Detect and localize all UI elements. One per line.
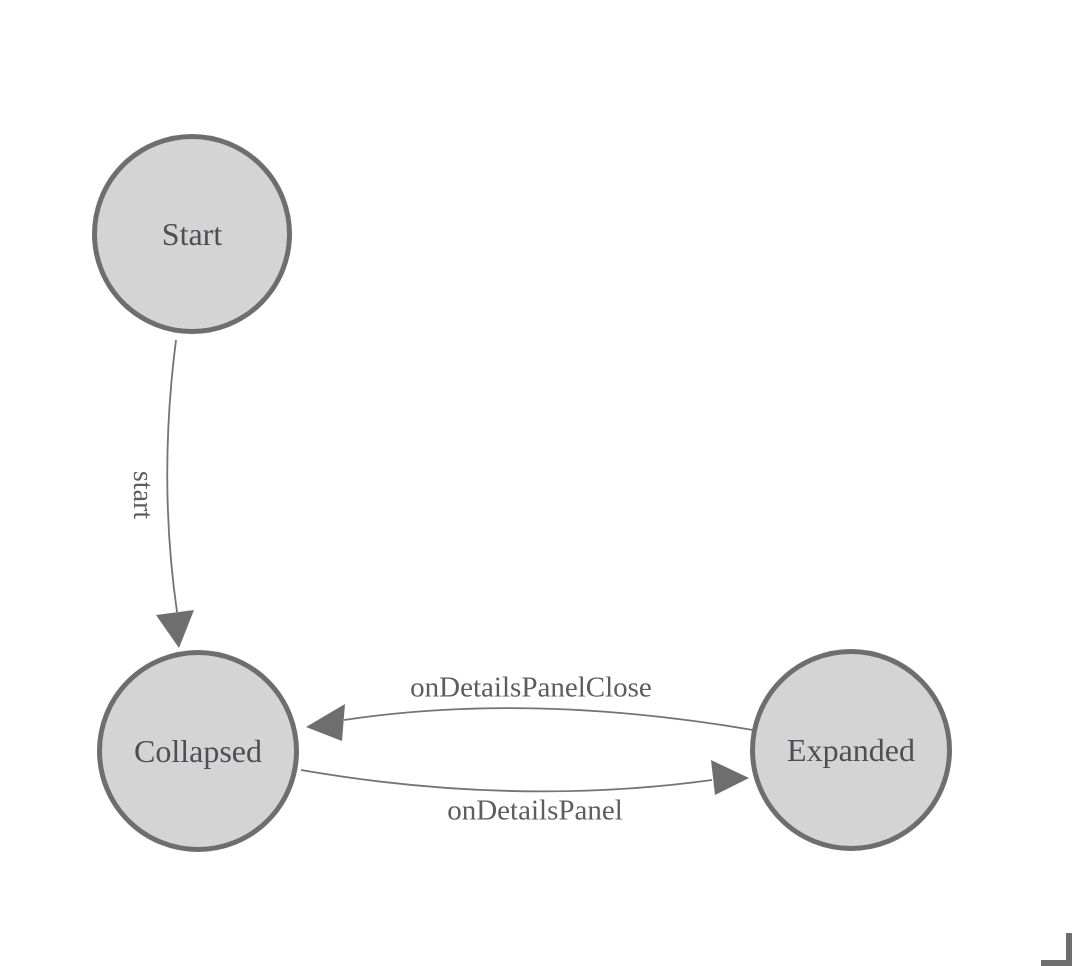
edge-label-ondetailspanel: onDetailsPanel (447, 794, 623, 827)
state-node-collapsed-label: Collapsed (134, 732, 262, 769)
state-node-expanded-label: Expanded (787, 731, 915, 768)
edge-collapsed-to-expanded (300, 769, 713, 793)
state-node-expanded[interactable]: Expanded (750, 649, 952, 851)
edge-start-to-collapsed (166, 339, 178, 613)
edge-label-start: start (127, 470, 158, 520)
arrowhead-expanded-to-collapsed (306, 704, 345, 741)
edge-label-ondetailspanelclose: onDetailsPanelClose (410, 671, 652, 704)
state-node-collapsed[interactable]: Collapsed (97, 650, 299, 852)
state-node-start[interactable]: Start (92, 134, 292, 334)
canvas-corner-mark (1041, 933, 1072, 966)
arrowhead-start-to-collapsed (156, 610, 194, 648)
arrowhead-collapsed-to-expanded (711, 760, 749, 795)
edge-expanded-to-collapsed (343, 707, 754, 731)
state-node-start-label: Start (161, 215, 223, 252)
